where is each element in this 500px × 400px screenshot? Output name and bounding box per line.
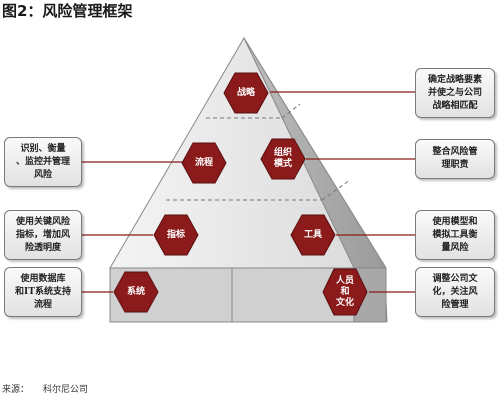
node-systems-label: 系统 (126, 286, 145, 297)
callout-strategy: 确定战略要素 并使之与公司 战略相匹配 (415, 68, 495, 118)
node-organization-label: 组织 模式 (273, 148, 292, 169)
callout-organization: 整合风险管 理职责 (415, 139, 495, 179)
node-tools: 工具 (290, 214, 336, 256)
level-divider-1-side (281, 103, 301, 119)
figure-title: 图2：风险管理框架 (2, 2, 133, 20)
node-organization: 组织 模式 (260, 138, 306, 180)
node-process: 流程 (181, 142, 227, 184)
source-label: 来源： (2, 385, 30, 395)
node-strategy-label: 战略 (236, 87, 255, 98)
node-indicators: 指标 (153, 214, 199, 256)
node-people-culture: 人员 和 文化 (322, 268, 368, 316)
callout-tools: 使用模型和 模拟工具衡 量风险 (415, 210, 495, 260)
source-value: 科尔尼公司 (43, 385, 89, 395)
node-people-culture-label: 人员 和 文化 (335, 275, 354, 308)
callout-indicators: 使用关键风险 指标，增加风 险透明度 (4, 210, 82, 260)
node-indicators-label: 指标 (166, 229, 185, 240)
callout-systems: 使用数据库 和IT系统支持 流程 (4, 267, 82, 317)
connector-lines (82, 91, 415, 293)
node-strategy: 战略 (223, 72, 269, 114)
node-process-label: 流程 (194, 157, 213, 168)
level-divider-2-side (321, 179, 351, 201)
source-note: 来源： 科尔尼公司 (2, 382, 88, 395)
callout-process: 识别、衡量 、监控并管理 风险 (4, 137, 82, 187)
node-tools-label: 工具 (303, 229, 322, 240)
node-systems: 系统 (113, 271, 159, 313)
callout-people: 调整公司文 化，关注风 险管理 (415, 267, 495, 317)
